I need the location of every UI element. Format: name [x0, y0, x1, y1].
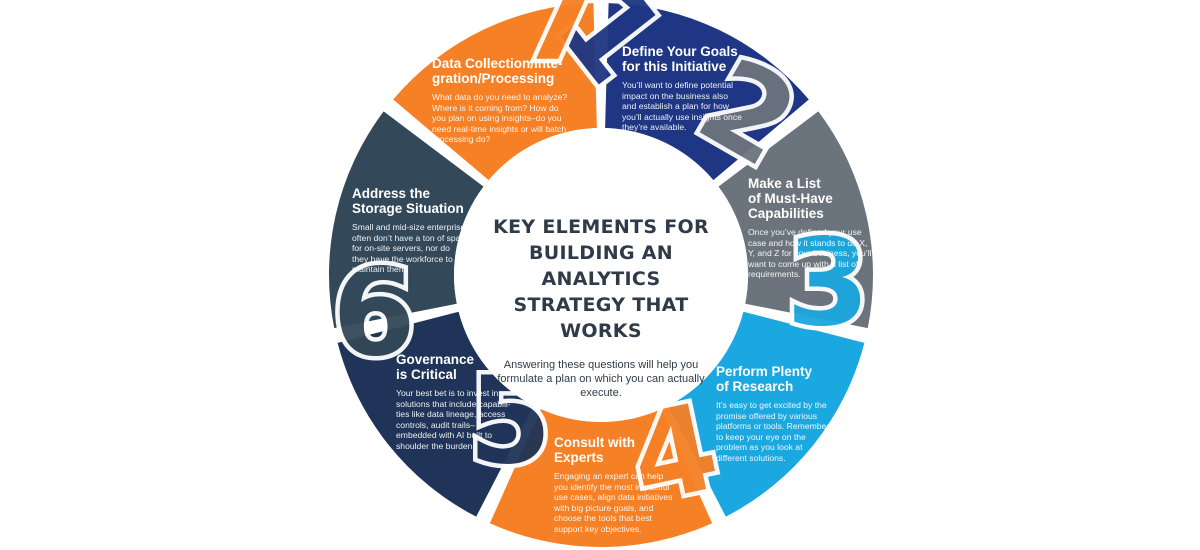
segment-data-collection: Data Collection/Inte-gration/Processing … [432, 56, 592, 145]
center-circle [454, 128, 748, 422]
wedge-4 [489, 409, 713, 547]
wedge-5 [337, 311, 534, 517]
segment-title: Data Collection/Inte-gration/Processing [432, 56, 563, 86]
wedge-6 [329, 111, 484, 329]
wedge-2 [718, 111, 874, 329]
segment-number-3: 3 [786, 215, 870, 354]
page-subtitle: Answering these questions will help you … [497, 359, 705, 399]
segment-number-7: 7 [518, 0, 602, 88]
wedge-1 [605, 3, 809, 181]
segment-text: What data do you need to analyze?Where i… [432, 92, 568, 145]
wedge-7 [393, 3, 597, 181]
segment-number-6: 6 [332, 245, 416, 384]
wedge-3 [668, 311, 865, 517]
